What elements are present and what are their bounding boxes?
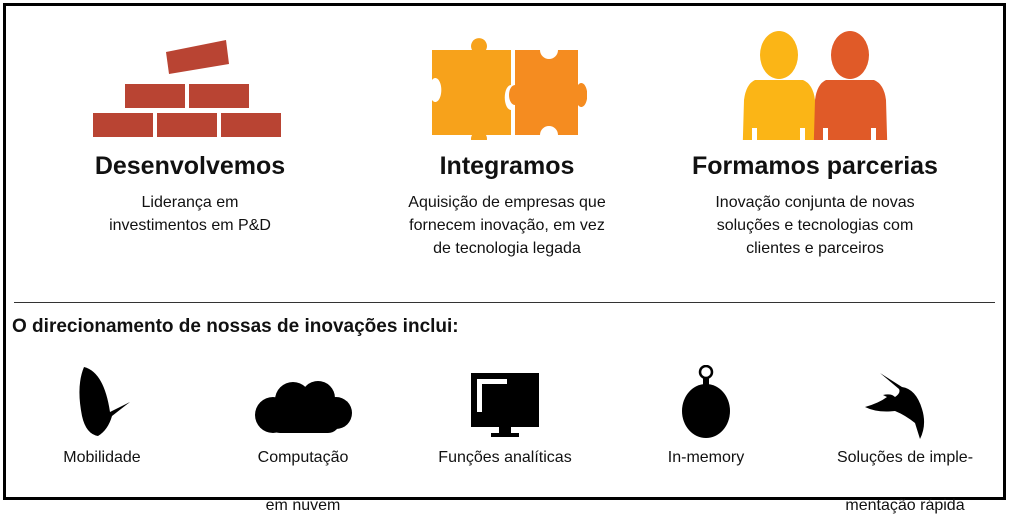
item-mobility: Mobilidade	[17, 365, 187, 468]
item-inmemory: In-memory	[621, 365, 791, 468]
divider	[14, 302, 995, 303]
pillar-desc: de tecnologia legada	[433, 240, 581, 257]
item-label: Funções analíticas	[438, 449, 572, 466]
pillar-desc: Aquisição de empresas que	[408, 194, 606, 211]
item-label: mentação rápida	[845, 497, 965, 514]
pillar-desc: Liderança em	[141, 194, 239, 211]
item-label: Soluções de imple-	[836, 449, 974, 466]
frame	[3, 3, 1006, 500]
pillar-integrate: Integramos Aquisição de empresas que forn…	[347, 30, 667, 260]
item-label: In-memory	[667, 449, 745, 466]
item-label: Mobilidade	[63, 449, 141, 466]
item-label: em nuvem	[265, 497, 341, 514]
pillar-desc: investimentos em P&D	[109, 217, 271, 234]
butterfly-icon	[79, 367, 130, 436]
item-rapid-deployment: Soluções de imple-mentação rápida	[820, 365, 990, 516]
hummingbird-icon	[865, 373, 925, 439]
people-icon	[742, 31, 888, 140]
pillar-title: Formamos parcerias	[692, 152, 938, 180]
pillar-desc: clientes e parceiros	[746, 240, 884, 257]
pillar-title: Desenvolvemos	[94, 152, 286, 180]
item-analytics: Funções analíticas	[420, 365, 590, 468]
cloud-icon	[255, 381, 352, 433]
monitor-icon	[471, 373, 539, 437]
pillar-desc: fornecem inovação, em vez	[409, 217, 605, 234]
pillar-desc: soluções e tecnologias com	[716, 217, 914, 234]
item-label: Computação	[257, 449, 349, 466]
stopwatch-icon	[682, 365, 730, 438]
subheading: O direcionamento de nossas de inovações …	[12, 316, 459, 337]
pillar-desc: Inovação conjunta de novas	[715, 194, 915, 211]
pillar-develop: Desenvolvemos Liderança em investimentos …	[30, 30, 350, 237]
bricks-icon	[93, 40, 281, 137]
puzzle-icon	[432, 38, 587, 140]
item-cloud: Computação em nuvem	[218, 365, 388, 516]
pillar-partner: Formamos parcerias Inovação conjunta de …	[655, 30, 975, 260]
pillar-title: Integramos	[439, 152, 575, 180]
